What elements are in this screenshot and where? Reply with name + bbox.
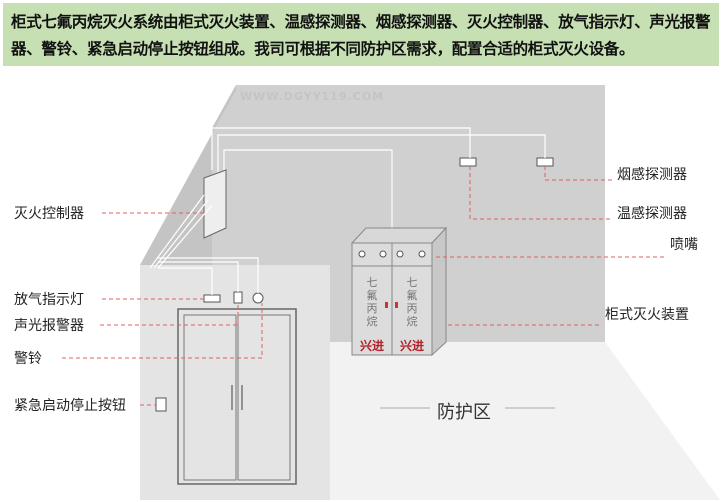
label-controller: 灭火控制器 — [14, 206, 84, 222]
label-zone: 防护区 — [437, 402, 491, 423]
cabinet-brand-right: 兴进 — [400, 339, 425, 353]
agent-char: 七 — [406, 276, 418, 289]
watermark: WWW.DGYY119.COM — [240, 90, 385, 103]
release-light-icon — [203, 294, 221, 303]
agent-char: 氟 — [366, 289, 378, 302]
cabinet-agent-label-left: 七 氟 丙 烷 — [366, 276, 378, 328]
door-left — [183, 314, 237, 481]
header-description: 柜式七氟丙烷灭火系统由柜式灭火装置、温感探测器、烟感探测器、灭火控制器、放气指示… — [3, 3, 719, 66]
label-smoke-detector: 烟感探测器 — [617, 167, 687, 183]
door-frame — [177, 308, 297, 485]
nozzle-icon — [358, 250, 366, 258]
controller-icon — [203, 169, 227, 239]
nozzle-icon — [396, 250, 404, 258]
label-heat-detector: 温感探测器 — [617, 206, 687, 222]
alarm-icon — [233, 291, 243, 304]
door-right — [237, 314, 291, 481]
label-cabinet-unit: 柜式灭火装置 — [605, 307, 689, 323]
label-alarm: 声光报警器 — [14, 318, 84, 334]
label-release-light: 放气指示灯 — [14, 292, 84, 308]
agent-char: 七 — [366, 276, 378, 289]
smoke-detector-icon — [536, 157, 554, 167]
nozzle-icon — [418, 250, 426, 258]
nozzle-icon — [379, 250, 387, 258]
agent-char: 烷 — [406, 315, 418, 328]
label-bell: 警铃 — [14, 351, 42, 367]
cabinet-unit — [350, 226, 448, 357]
cabinet-brand-left: 兴进 — [360, 339, 385, 353]
front-partition — [140, 265, 330, 500]
agent-char: 氟 — [406, 289, 418, 302]
heat-detector-icon — [459, 157, 477, 167]
agent-char: 丙 — [366, 302, 378, 315]
emergency-button-icon — [155, 397, 167, 412]
label-emergency-button: 紧急启动停止按钮 — [14, 398, 126, 414]
agent-char: 丙 — [406, 302, 418, 315]
bell-icon — [252, 292, 264, 304]
label-nozzle: 喷嘴 — [670, 237, 698, 253]
cabinet-agent-label-right: 七 氟 丙 烷 — [406, 276, 418, 328]
agent-char: 烷 — [366, 315, 378, 328]
